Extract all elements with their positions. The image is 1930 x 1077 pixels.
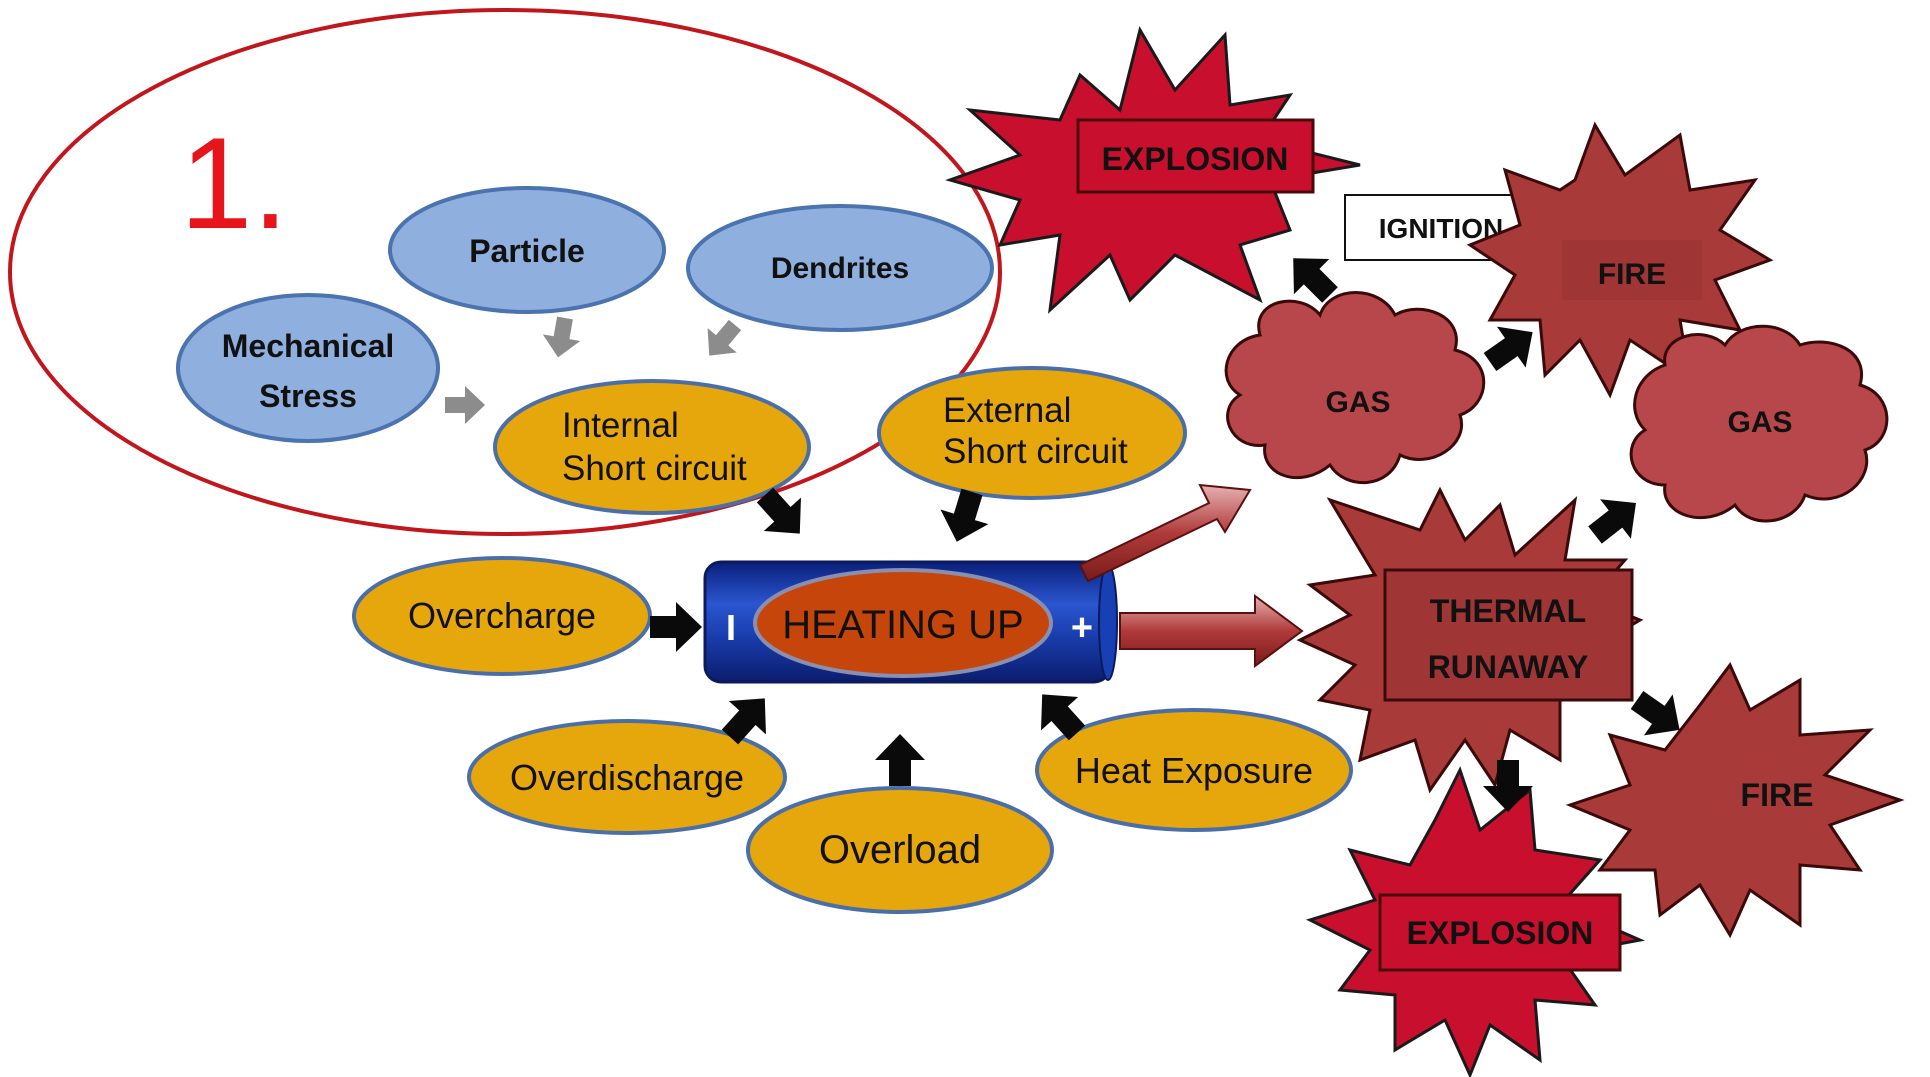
fire-top-label: FIRE	[1598, 258, 1666, 291]
explosion-top-burst: EXPLOSION	[945, 26, 1361, 314]
overcharge-label: Overcharge	[408, 595, 596, 636]
overload-to-cell-arrow	[875, 734, 925, 786]
dendrites-node: Dendrites	[686, 204, 994, 332]
cell-minus-terminal: I	[726, 607, 736, 648]
internal-causes-highlight-ellipse	[8, 8, 1002, 536]
gas-top-cloud: GAS	[1224, 291, 1486, 485]
heat-exposure-label: Heat Exposure	[1075, 750, 1313, 791]
thermal-runaway-label-line1: THERMAL	[1430, 593, 1586, 629]
overdischarge-label: Overdischarge	[510, 757, 744, 798]
explosion-bottom-label: EXPLOSION	[1407, 915, 1594, 951]
overload-node: Overload	[746, 786, 1054, 914]
battery-cell: I + HEATING UP	[703, 560, 1118, 684]
particle-label: Particle	[469, 233, 585, 269]
thermal-to-gas-arrow	[1579, 483, 1652, 555]
cell-plus-terminal: +	[1071, 607, 1093, 649]
heat-exposure-node: Heat Exposure	[1035, 708, 1353, 832]
dendrites-label: Dendrites	[771, 252, 909, 285]
overcharge-to-cell-arrow	[650, 602, 702, 652]
thermal-runaway-label-line2: RUNAWAY	[1428, 649, 1589, 685]
mechanical-stress-label-line1: Mechanical	[222, 328, 395, 364]
mechanical-to-internal-arrow	[445, 386, 485, 424]
internal-short-circuit-label-line1: Internal	[562, 406, 679, 445]
mechanical-stress-node: Mechanical Stress	[176, 293, 440, 443]
gas-top-label: GAS	[1325, 386, 1390, 419]
step-number: 1.	[180, 110, 288, 256]
overcharge-node: Overcharge	[352, 556, 652, 676]
internal-short-circuit-node: Internal Short circuit	[493, 379, 811, 515]
external-short-circuit-node: External Short circuit	[877, 366, 1187, 500]
external-short-circuit-label-line1: External	[943, 391, 1071, 430]
external-short-circuit-label-line2: Short circuit	[943, 432, 1128, 471]
gas-to-fire-arrow	[1475, 311, 1547, 383]
fire-top-burst: FIRE	[1466, 121, 1774, 399]
overload-label: Overload	[819, 828, 981, 872]
fire-bottom-burst: FIRE	[1565, 662, 1905, 939]
explosion-bottom-burst: EXPLOSION	[1305, 766, 1646, 1077]
dendrites-to-internal-arrow	[694, 312, 750, 368]
fire-bottom-label: FIRE	[1741, 777, 1814, 813]
cell-to-gas-arrow	[1078, 483, 1252, 583]
explosion-top-label: EXPLOSION	[1102, 141, 1289, 177]
particle-to-internal-arrow	[539, 314, 584, 361]
gas-right-cloud: GAS	[1629, 324, 1889, 523]
heating-up-core	[753, 568, 1053, 678]
internal-short-circuit-label-line2: Short circuit	[562, 449, 747, 488]
thermal-runaway-burst: THERMAL RUNAWAY	[1296, 486, 1644, 794]
particle-node: Particle	[388, 186, 666, 314]
overdischarge-node: Overdischarge	[467, 719, 787, 835]
mechanical-stress-label-line2: Stress	[259, 378, 357, 414]
gas-right-label: GAS	[1727, 406, 1792, 439]
cell-to-thermal-runaway-arrow	[1119, 594, 1304, 668]
heating-up-label: HEATING UP	[782, 603, 1024, 647]
